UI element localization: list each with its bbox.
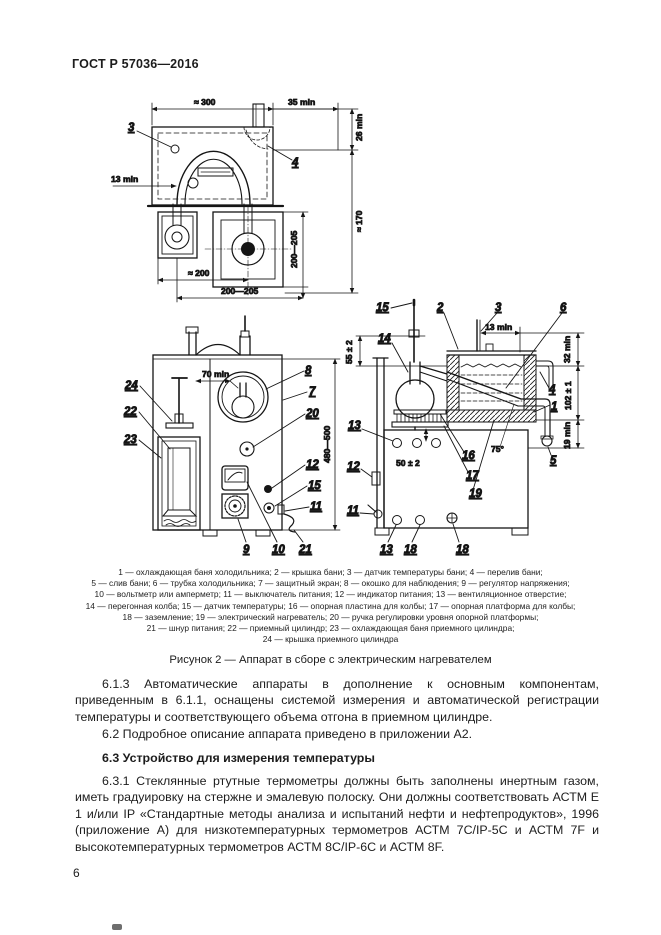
legend-line: 21 — шнур питания; 22 — приемный цилиндр…	[146, 623, 515, 634]
part-label-19: 19	[469, 488, 482, 500]
paragraph-6-2: 6.2 Подробное описание аппарата приведен…	[102, 727, 473, 742]
dim-height-170: ≈ 170	[354, 210, 364, 232]
dim-200: ≈ 200	[188, 268, 210, 278]
paragraph-6-1-3: 6.1.3 Автоматические аппараты в дополнен…	[75, 677, 599, 724]
legend-line: 14 — перегонная колба; 15 — датчик темпе…	[85, 600, 576, 611]
body-text: 6.1.3 Автоматические аппараты в дополнен…	[75, 676, 599, 855]
legend-line: 1 — охлаждающая баня холодильника; 2 — к…	[118, 567, 543, 577]
part-label-4: 4	[291, 157, 299, 169]
part-label-9: 9	[243, 544, 250, 556]
part-label-4s: 4	[548, 384, 556, 396]
legend-line: 24 — крышка приемного цилиндра	[262, 634, 399, 645]
part-label-3s: 3	[495, 302, 502, 314]
legend-line: 5 — слив бани; 6 — трубка холодильника; …	[91, 578, 570, 589]
part-label-11f: 11	[310, 501, 322, 513]
part-label-11s: 11	[347, 505, 359, 517]
part-label-3: 3	[128, 122, 135, 134]
dim-26-min: 26 min	[354, 114, 364, 141]
part-label-20: 20	[305, 408, 319, 420]
side-view-dimensions: 55 ± 2 13 min 32 min 102 ± 1 19 min 50 ±…	[344, 322, 585, 468]
dim-13-min-side: 13 min	[485, 322, 512, 332]
scan-artifact	[112, 924, 122, 930]
part-label-23: 23	[123, 434, 137, 446]
dim-32-min: 32 min	[562, 336, 572, 363]
top-view-dimensions: ≈ 300 35 min 26 min ≈ 170 13 min ≈ 200 2…	[111, 97, 364, 303]
part-label-14: 14	[378, 333, 391, 345]
dim-480-500: 480—500	[322, 426, 332, 463]
dim-19-min: 19 min	[562, 422, 572, 449]
top-view-condenser-bath	[146, 103, 292, 296]
part-label-7: 7	[309, 386, 316, 398]
part-label-16: 16	[462, 450, 475, 462]
figure-caption: Рисунок 2 — Аппарат в сборе с электричес…	[169, 654, 492, 666]
dim-200-205-h: 200—205	[221, 286, 258, 296]
part-label-13s: 13	[348, 420, 361, 432]
dim-angle-75: 75°	[491, 444, 505, 454]
part-label-12f: 12	[306, 459, 319, 471]
page-number: 6	[73, 866, 80, 880]
standard-code: ГОСТ Р 57036—2016	[72, 57, 199, 71]
dim-50-2: 50 ± 2	[396, 458, 420, 468]
dim-13-min: 13 min	[111, 174, 138, 184]
part-label-5: 5	[550, 455, 557, 467]
legend-line: 10 — вольтметр или амперметр; 11 — выклю…	[94, 589, 567, 600]
heading-6-3: 6.3 Устройство для измерения температуры	[102, 750, 375, 765]
part-label-13b: 13	[380, 544, 393, 556]
part-label-24: 24	[124, 380, 138, 392]
dim-width-300: ≈ 300	[194, 97, 216, 107]
part-label-22: 22	[123, 406, 137, 418]
dim-102-1: 102 ± 1	[563, 381, 573, 410]
figure-legend: 1 — охлаждающая баня холодильника; 2 — к…	[40, 567, 621, 645]
dim-70-min: 70 min	[202, 369, 229, 379]
part-label-8: 8	[305, 365, 312, 377]
side-view-part-labels: 15 2 3 6 14 13 12 11 4 1 5 16 17	[347, 302, 568, 557]
part-label-15f: 15	[308, 480, 321, 492]
part-label-18: 18	[404, 544, 417, 556]
figure-2-drawing: ≈ 300 35 min 26 min ≈ 170 13 min ≈ 200 2…	[111, 97, 585, 557]
dim-55-2: 55 ± 2	[344, 340, 354, 364]
part-label-2: 2	[436, 302, 444, 314]
paragraph-6-3-1: 6.3.1 Стеклянные ртутные термометры долж…	[75, 774, 599, 854]
side-view-apparatus	[367, 298, 554, 536]
front-view-apparatus	[152, 315, 296, 537]
part-label-18b: 18	[456, 544, 469, 556]
front-view-dimensions: 70 min 480—500	[195, 358, 341, 531]
dim-200-205-v: 200—205	[289, 231, 299, 268]
part-label-10: 10	[272, 544, 285, 556]
front-view-part-labels: 24 22 23 8 7 20 12 15 11 9 10 21	[123, 365, 323, 557]
part-label-21: 21	[298, 544, 312, 556]
part-label-6: 6	[560, 302, 567, 314]
dim-35-min: 35 min	[288, 97, 315, 107]
part-label-1: 1	[551, 401, 557, 413]
part-label-15s: 15	[376, 302, 389, 314]
top-view-part-labels: 3 4	[128, 122, 300, 170]
part-label-12s: 12	[347, 461, 360, 473]
legend-line: 18 — заземление; 19 — электрический нагр…	[122, 611, 539, 622]
